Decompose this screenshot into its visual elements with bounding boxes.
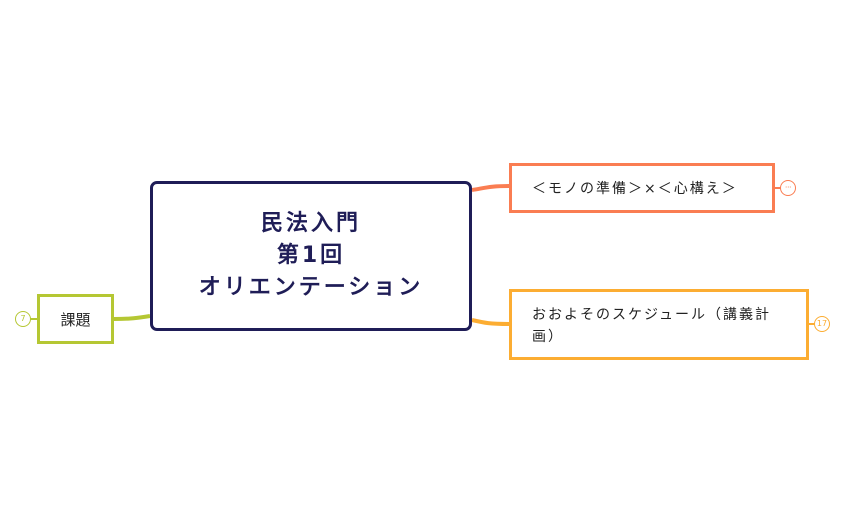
expand-collapsed-icon[interactable]: ··· <box>780 180 796 196</box>
connector-prep <box>471 184 510 192</box>
topic-prep-label: ＜モノの準備＞×＜心構え＞ <box>532 181 738 197</box>
topic-schedule[interactable]: おおよそのスケジュール（講義計画） <box>509 289 809 360</box>
collapsed-more-label: ··· <box>784 183 792 192</box>
topic-assignment[interactable]: 課題 <box>37 294 114 344</box>
topic-assignment-label: 課題 <box>60 310 91 329</box>
central-topic-line-1: 民法入門 <box>260 211 361 236</box>
topic-schedule-label: おおよそのスケジュール（講義計画） <box>532 307 772 345</box>
central-topic-line-2: 第1回 <box>276 243 346 268</box>
collapsed-count-label: 17 <box>816 319 828 328</box>
collapsed-count-label: 7 <box>20 314 26 323</box>
collapsed-count-badge[interactable]: 7 <box>15 311 31 327</box>
connector-schedule <box>471 318 510 326</box>
central-topic[interactable]: 民法入門 第1回 オリエンテーション <box>150 181 472 331</box>
topic-prep[interactable]: ＜モノの準備＞×＜心構え＞ <box>509 163 775 213</box>
connector-assignment <box>113 314 151 321</box>
collapsed-count-badge[interactable]: 17 <box>814 316 830 332</box>
central-topic-line-3: オリエンテーション <box>198 275 424 300</box>
